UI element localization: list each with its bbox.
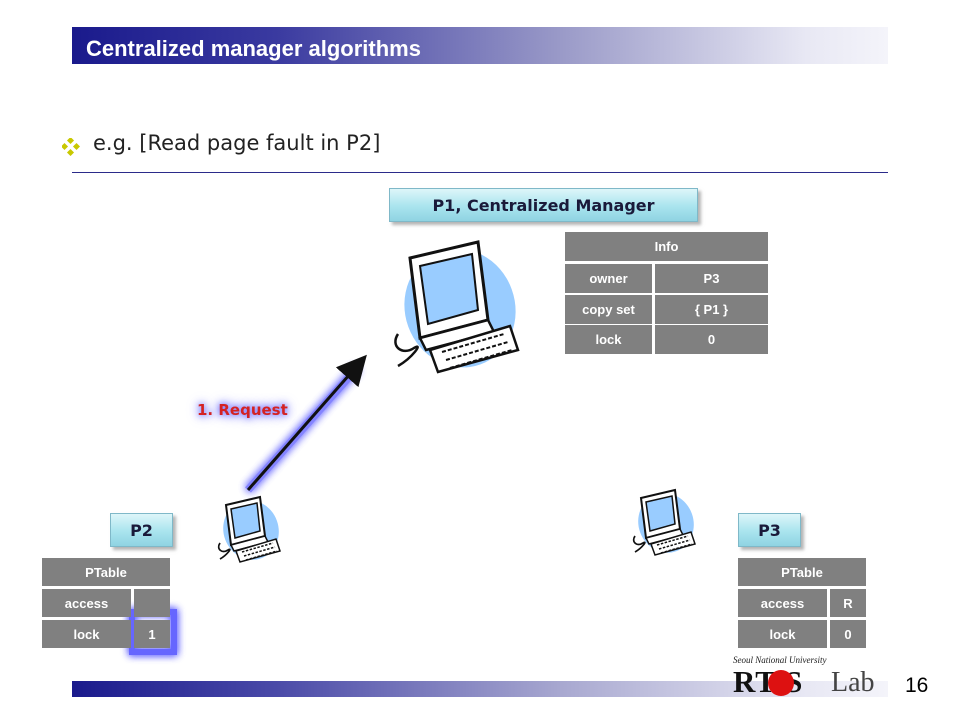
- info-key-owner: owner: [565, 264, 652, 293]
- divider-line: [72, 172, 888, 173]
- p2-key-access: access: [42, 589, 131, 617]
- info-value-copyset: { P1 }: [655, 295, 768, 324]
- info-value-owner: P3: [655, 264, 768, 293]
- p2-value-access: [134, 589, 170, 617]
- p2-value-lock: 1: [134, 620, 170, 648]
- p2-table-header: PTable: [42, 558, 170, 586]
- request-label: 1. Request: [197, 401, 288, 419]
- slide-title: Centralized manager algorithms: [86, 36, 421, 61]
- p3-label: P3: [738, 513, 801, 547]
- p3-key-lock: lock: [738, 620, 827, 648]
- page-number: 16: [905, 674, 929, 697]
- computer-icon: [394, 240, 520, 374]
- info-key-copyset: copy set: [565, 295, 652, 324]
- info-value-lock: 0: [655, 325, 768, 354]
- p3-table-header: PTable: [738, 558, 866, 586]
- title-bar: [72, 27, 888, 64]
- lab-logo-suffix: Lab: [831, 667, 875, 698]
- info-key-lock: lock: [565, 325, 652, 354]
- p3-key-access: access: [738, 589, 827, 617]
- p3-value-lock: 0: [830, 620, 866, 648]
- footer-bar: [72, 681, 888, 697]
- p2-key-lock: lock: [42, 620, 131, 648]
- logo-circle-icon: [768, 670, 794, 696]
- arrow-icon: [245, 354, 367, 493]
- manager-label: P1, Centralized Manager: [389, 188, 698, 222]
- p3-value-access: R: [830, 589, 866, 617]
- info-header: Info: [565, 232, 768, 261]
- bullet-text: e.g. [Read page fault in P2]: [93, 131, 381, 155]
- computer-icon: [632, 488, 696, 556]
- diamond-bullet-icon: [62, 138, 80, 156]
- p2-label: P2: [110, 513, 173, 547]
- computer-icon: [217, 495, 281, 563]
- university-name: Seoul National University: [733, 655, 827, 665]
